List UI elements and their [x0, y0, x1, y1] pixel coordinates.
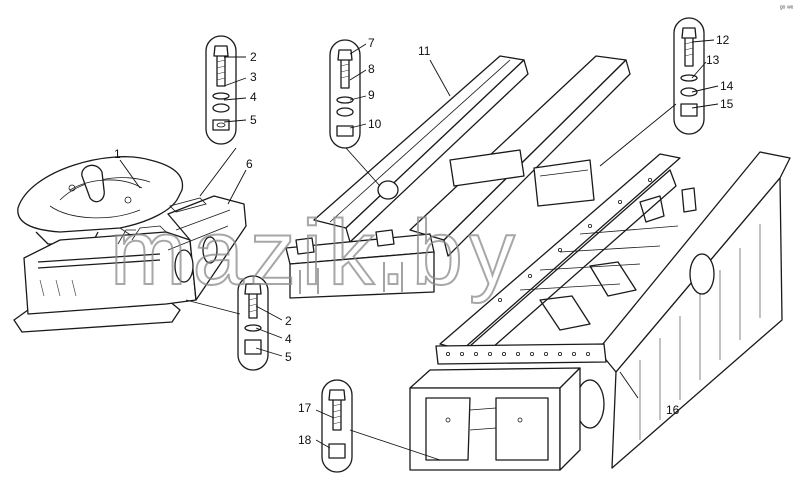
callout-4-lower: 4 — [285, 332, 292, 346]
fastener-stack-2-5-top — [205, 35, 237, 145]
callout-10: 10 — [368, 117, 382, 131]
callout-3: 3 — [250, 70, 257, 84]
fastener-stack-12-15 — [673, 17, 705, 135]
callout-7: 7 — [368, 36, 375, 50]
fastener-stack-7-10 — [329, 39, 361, 149]
subframe-rails — [285, 55, 631, 299]
callout-17: 17 — [298, 401, 312, 415]
coupling-mount-bracket — [13, 195, 247, 333]
callout-12: 12 — [716, 33, 730, 47]
callout-9: 9 — [368, 88, 375, 102]
callouts: 1 2 3 4 5 6 7 8 9 10 11 12 13 14 15 2 4 … — [114, 33, 734, 447]
callout-2-lower: 2 — [285, 314, 292, 328]
callout-5-lower: 5 — [285, 350, 292, 364]
callout-13: 13 — [706, 53, 720, 67]
corner-mark: ᵍᵒ ʷᵉ — [780, 5, 794, 12]
watermark-text: mazik.by — [110, 202, 521, 304]
callout-11: 11 — [418, 44, 431, 58]
callout-5: 5 — [250, 113, 257, 127]
callout-8: 8 — [368, 62, 375, 76]
callout-16: 16 — [666, 403, 680, 417]
main-frame — [409, 151, 791, 471]
leader-lines — [119, 39, 719, 461]
callout-14: 14 — [720, 79, 734, 93]
fastener-stack-17-18 — [321, 379, 353, 473]
callout-15: 15 — [720, 97, 734, 111]
callout-2: 2 — [250, 50, 257, 64]
callout-6: 6 — [246, 157, 253, 171]
callout-1: 1 — [114, 147, 121, 161]
callout-18: 18 — [298, 433, 312, 447]
fastener-stack-2-5-lower — [237, 275, 269, 371]
callout-4: 4 — [250, 90, 257, 104]
